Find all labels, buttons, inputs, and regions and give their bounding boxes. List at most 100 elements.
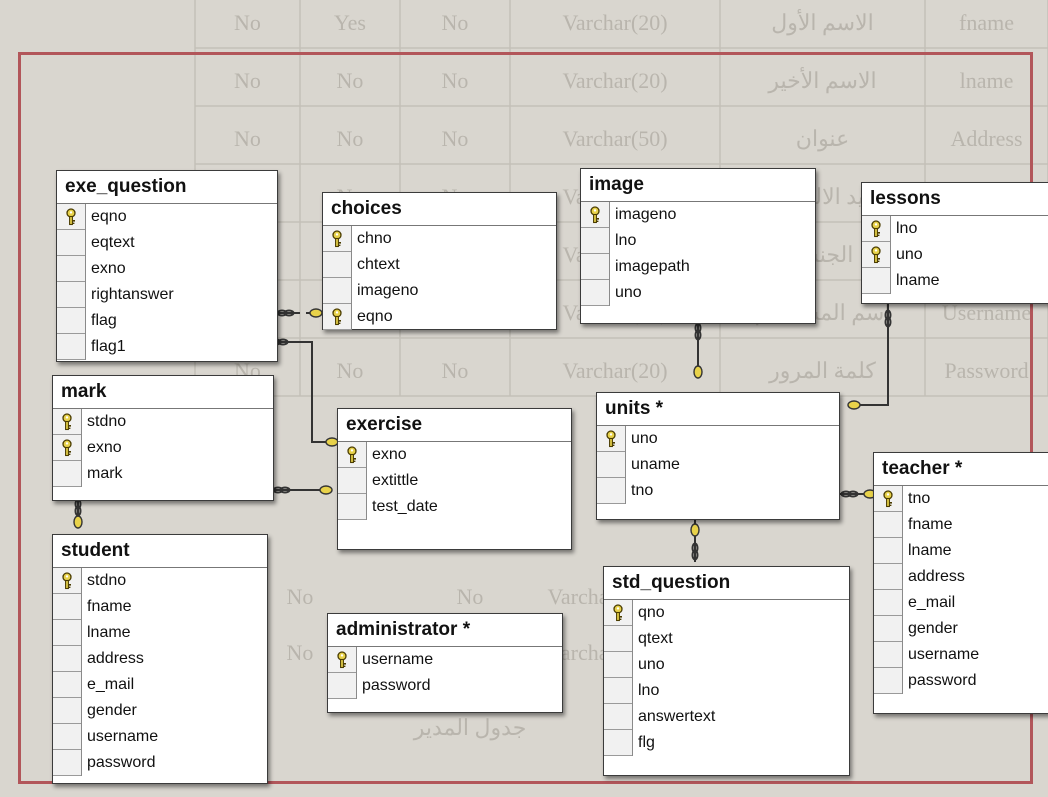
field-row[interactable]: username <box>328 647 562 673</box>
field-row[interactable]: password <box>874 668 1048 694</box>
bg-cell-text: Varchar(20) <box>562 68 667 93</box>
field-row[interactable]: stdno <box>53 568 267 594</box>
field-row[interactable]: flag1 <box>57 334 277 360</box>
bg-caption-2: جدول المدير <box>413 715 527 741</box>
primary-key-icon <box>332 229 342 247</box>
row-selector <box>323 252 351 278</box>
field-row[interactable]: answertext <box>604 704 849 730</box>
field-list: uno uname tno <box>597 426 839 504</box>
field-row[interactable]: qtext <box>604 626 849 652</box>
field-row[interactable]: rightanswer <box>57 282 277 308</box>
field-row[interactable]: test_date <box>338 494 571 520</box>
field-row[interactable]: exno <box>57 256 277 282</box>
field-row[interactable]: flag <box>57 308 277 334</box>
field-name: uname <box>631 456 680 473</box>
table-title: units * <box>597 393 839 426</box>
field-row[interactable]: password <box>53 750 267 776</box>
row-selector <box>338 442 366 468</box>
field-name: fname <box>908 516 953 533</box>
field-row[interactable]: lno <box>604 678 849 704</box>
field-name: uno <box>896 246 923 263</box>
table-units[interactable]: units * uno uname tno <box>596 392 840 520</box>
field-row[interactable]: gender <box>874 616 1048 642</box>
row-selector <box>874 512 902 538</box>
field-row[interactable]: flg <box>604 730 849 756</box>
field-row[interactable]: uno <box>862 242 1048 268</box>
bg-cell-text: Username <box>942 300 1031 325</box>
field-row[interactable]: gender <box>53 698 267 724</box>
table-title: image <box>581 169 815 202</box>
field-row[interactable]: username <box>874 642 1048 668</box>
field-row[interactable]: uno <box>581 280 815 306</box>
field-row[interactable]: tno <box>874 486 1048 512</box>
field-row[interactable]: lname <box>862 268 1048 294</box>
field-name: password <box>908 672 977 689</box>
field-row[interactable]: eqno <box>57 204 277 230</box>
row-selector <box>328 647 356 673</box>
bg-cell-text: الاسم الأول <box>771 8 874 36</box>
field-row[interactable]: address <box>53 646 267 672</box>
row-selector <box>862 268 890 294</box>
field-row[interactable]: exno <box>53 435 273 461</box>
bg-cell-text: عنوان <box>796 126 849 152</box>
field-row[interactable]: username <box>53 724 267 750</box>
field-name: mark <box>87 465 123 482</box>
field-row[interactable]: lname <box>874 538 1048 564</box>
field-row[interactable]: lname <box>53 620 267 646</box>
field-row[interactable]: e_mail <box>53 672 267 698</box>
primary-key-icon <box>871 219 881 237</box>
row-selector <box>597 478 625 504</box>
field-name: qtext <box>638 630 673 647</box>
field-row[interactable]: fname <box>53 594 267 620</box>
field-row[interactable]: eqtext <box>57 230 277 256</box>
field-row[interactable]: imageno <box>581 202 815 228</box>
field-row[interactable]: password <box>328 673 562 699</box>
table-title: student <box>53 535 267 568</box>
field-row[interactable]: lno <box>862 216 1048 242</box>
field-row[interactable]: uno <box>604 652 849 678</box>
row-selector <box>53 620 81 646</box>
row-selector <box>604 678 632 704</box>
field-row[interactable]: chtext <box>323 252 556 278</box>
field-row[interactable]: e_mail <box>874 590 1048 616</box>
field-row[interactable]: eqno <box>323 304 556 330</box>
field-row[interactable]: stdno <box>53 409 273 435</box>
field-row[interactable]: address <box>874 564 1048 590</box>
field-row[interactable]: uname <box>597 452 839 478</box>
field-row[interactable]: extittle <box>338 468 571 494</box>
row-selector <box>874 590 902 616</box>
field-row[interactable]: imagepath <box>581 254 815 280</box>
row-selector <box>874 616 902 642</box>
field-name: imageno <box>615 206 677 223</box>
field-name: eqno <box>91 208 127 225</box>
row-selector <box>57 256 85 282</box>
field-row[interactable]: fname <box>874 512 1048 538</box>
field-row[interactable]: uno <box>597 426 839 452</box>
field-row[interactable]: mark <box>53 461 273 487</box>
field-row[interactable]: qno <box>604 600 849 626</box>
field-row[interactable]: tno <box>597 478 839 504</box>
field-row[interactable]: chno <box>323 226 556 252</box>
field-row[interactable]: lno <box>581 228 815 254</box>
field-name: answertext <box>638 708 716 725</box>
row-selector <box>874 668 902 694</box>
row-selector <box>581 280 609 306</box>
field-row[interactable]: imageno <box>323 278 556 304</box>
row-selector <box>862 216 890 242</box>
row-selector <box>862 242 890 268</box>
field-name: lno <box>615 232 637 249</box>
field-row[interactable]: exno <box>338 442 571 468</box>
